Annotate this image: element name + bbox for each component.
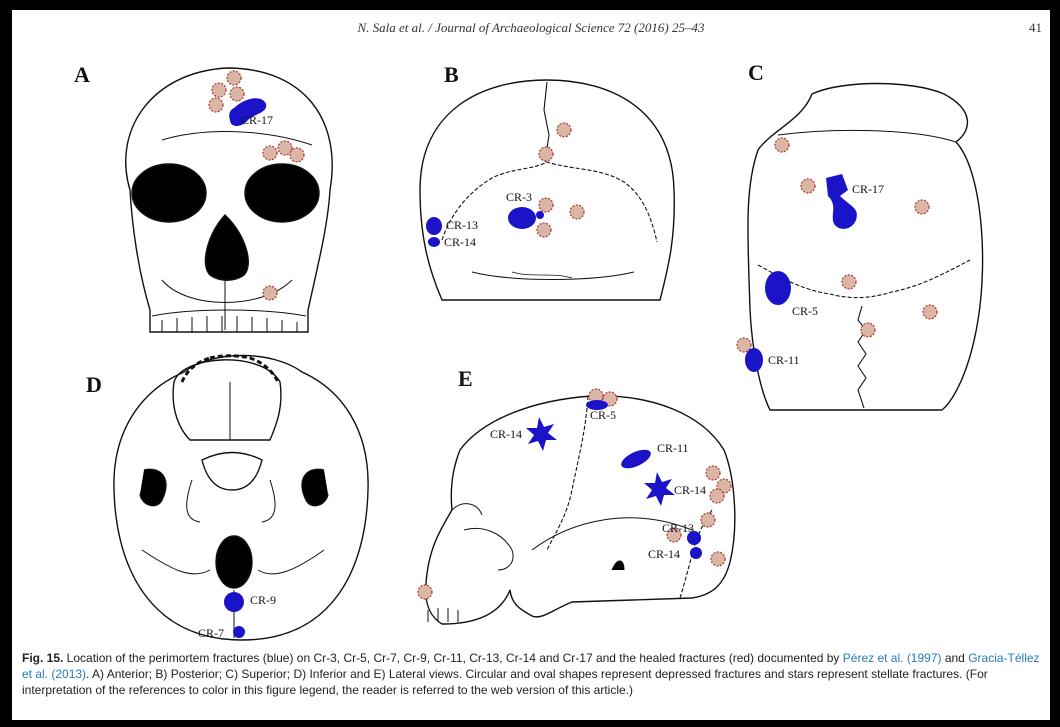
panel-e-lateral [426, 396, 735, 624]
article-page: N. Sala et al. / Journal of Archaeologic… [12, 10, 1050, 720]
b-label-cr3: CR-3 [506, 190, 532, 204]
caption-text-2: and [942, 651, 969, 665]
e-label-cr14-mid: CR-14 [674, 483, 706, 497]
b-cr14-fracture [428, 237, 440, 247]
b-cr3-fracture [508, 207, 536, 229]
e-cr14-low-fracture [690, 547, 702, 559]
e-zygoma [464, 528, 513, 570]
e-cr11-fracture [619, 446, 654, 472]
reference-link-perez[interactable]: Pérez et al. (1997) [843, 651, 942, 665]
d-label-cr7: CR-7 [198, 626, 224, 640]
c-label-cr5: CR-5 [792, 304, 818, 318]
a-label-cr17: CR-17 [241, 113, 273, 127]
a-nasal-aperture [205, 215, 248, 280]
e-orbit [452, 504, 482, 515]
skull-figure: CR-17 CR-3 CR-13 CR-14 [12, 10, 1050, 660]
d-foramen-magnum [216, 536, 252, 588]
d-cr7-fracture [233, 626, 245, 638]
a-teeth [162, 316, 297, 332]
panel-b-posterior [420, 80, 674, 300]
e-label-cr13: CR-13 [662, 521, 694, 535]
d-cr9-fracture [224, 592, 244, 612]
e-label-cr14-top: CR-14 [490, 427, 522, 441]
figure-label: Fig. 15. [22, 651, 63, 665]
b-skull-outline [420, 80, 674, 300]
d-temporal-right [302, 469, 328, 505]
c-label-cr11: CR-11 [768, 353, 800, 367]
e-label-cr14-low: CR-14 [648, 547, 680, 561]
b-nuchal [472, 272, 634, 280]
panel-a-anterior [126, 68, 332, 332]
caption-text-3: . A) Anterior; B) Posterior; C) Superior… [22, 667, 988, 697]
e-skull-outline [426, 396, 735, 624]
a-orbit-right [245, 164, 319, 222]
c-cr11-fracture [745, 348, 763, 372]
caption-text-1: Location of the perimortem fractures (bl… [63, 651, 842, 665]
d-label-cr9: CR-9 [250, 593, 276, 607]
e-label-cr11: CR-11 [657, 441, 689, 455]
c-sagittal-suture [858, 306, 866, 408]
a-orbit-left [132, 164, 206, 222]
e-cr14-top-star [526, 417, 557, 451]
b-label-cr13: CR-13 [446, 218, 478, 232]
a-teeth-line [152, 310, 306, 316]
e-label-cr5: CR-5 [590, 408, 616, 422]
d-temporal-left [140, 469, 166, 505]
c-healed-fractures [737, 138, 937, 352]
e-cr14-mid-star [644, 472, 675, 506]
d-sphenoid [202, 453, 262, 491]
b-cr13-fracture [426, 217, 442, 235]
b-healed-fractures [537, 123, 584, 237]
b-label-cr14: CR-14 [444, 235, 476, 249]
c-label-cr17: CR-17 [852, 182, 884, 196]
e-coronal-suture [547, 396, 588, 550]
figure-caption: Fig. 15. Location of the perimortem frac… [22, 650, 1040, 698]
c-cr5-fracture [765, 271, 791, 305]
